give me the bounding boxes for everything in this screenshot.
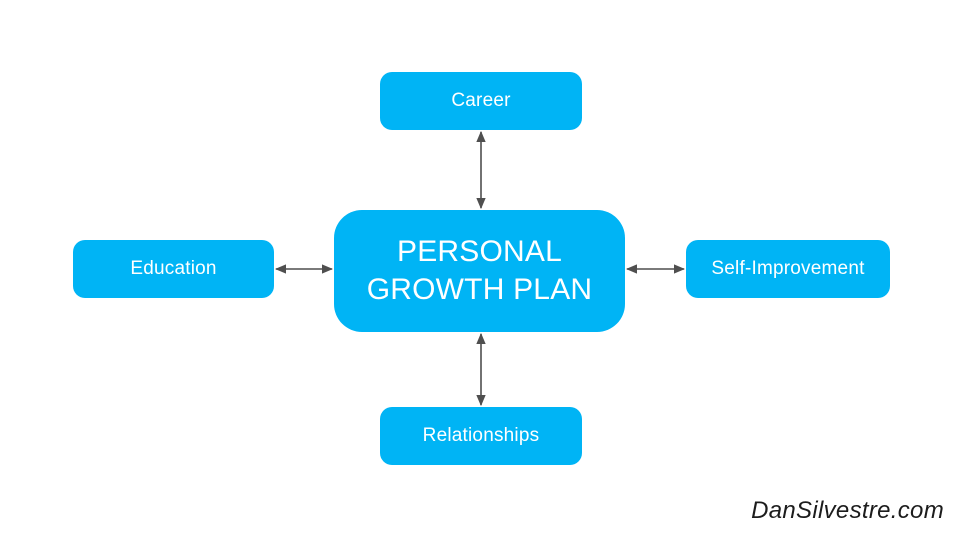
node-relationships: Relationships xyxy=(380,407,582,465)
node-self-improvement: Self-Improvement xyxy=(686,240,890,298)
node-personal-growth-plan: PERSONAL GROWTH PLAN xyxy=(334,210,625,332)
node-education: Education xyxy=(73,240,274,298)
watermark: DanSilvestre.com xyxy=(751,497,944,524)
node-career: Career xyxy=(380,72,582,130)
